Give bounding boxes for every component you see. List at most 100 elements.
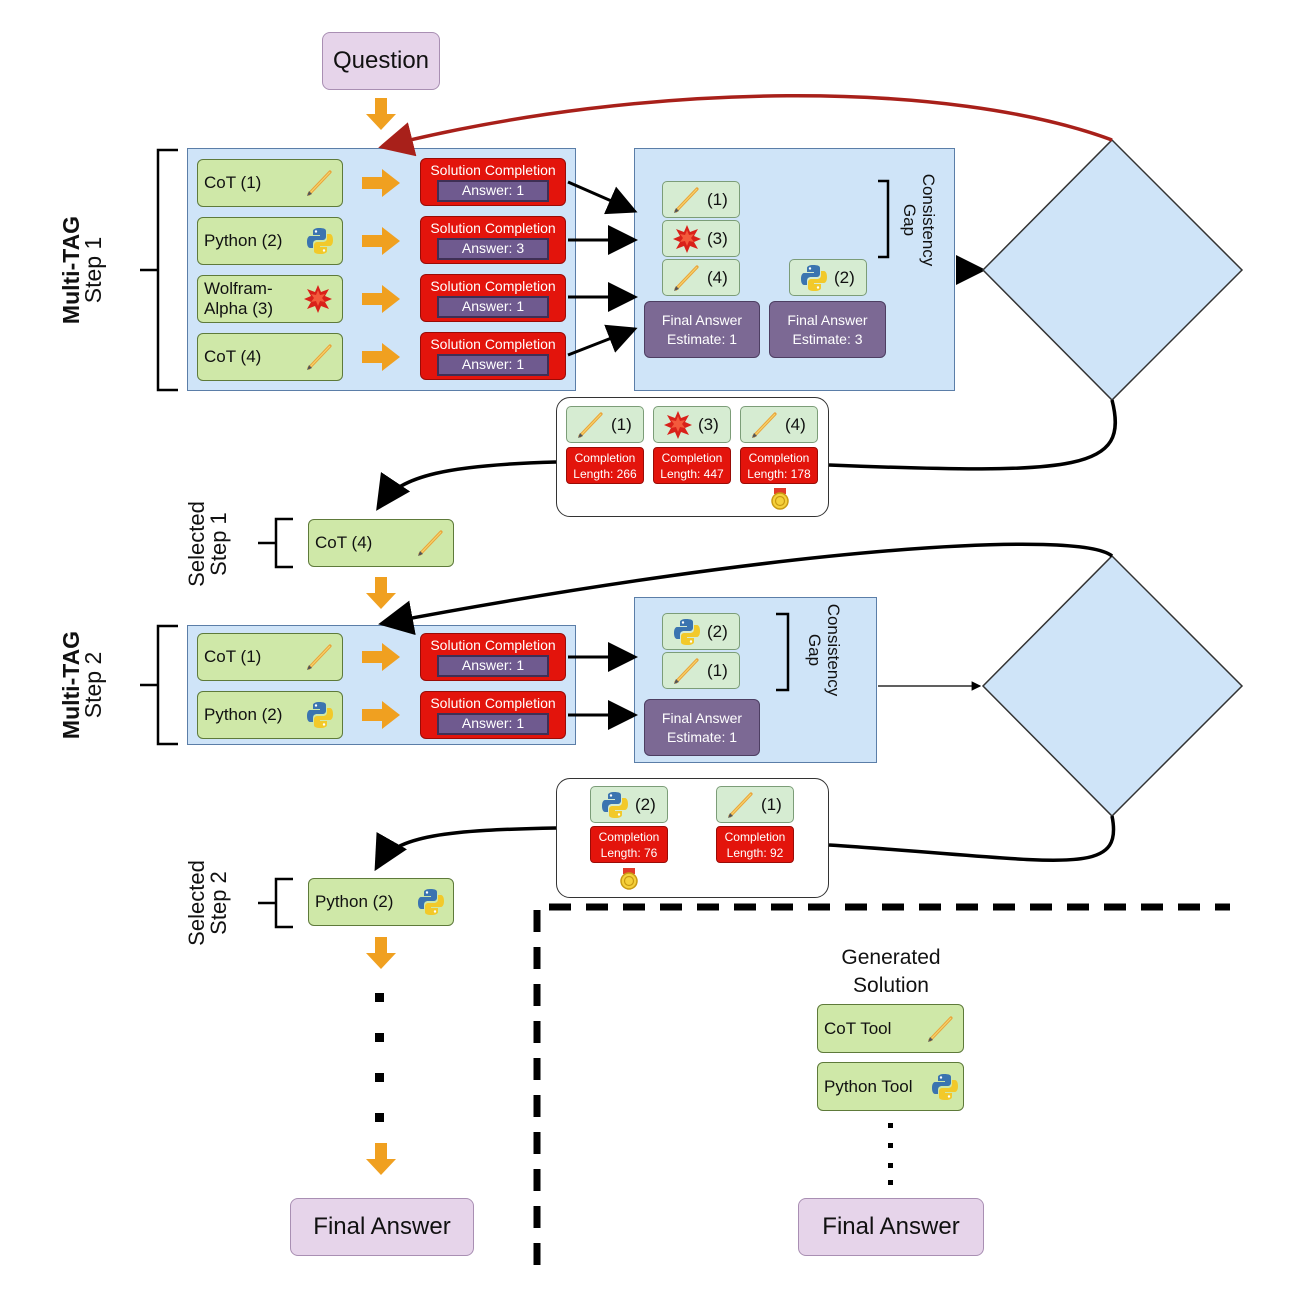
legend-item-label: Python Tool bbox=[824, 1076, 913, 1096]
solution-answer: Answer: 1 bbox=[437, 713, 549, 735]
pencil-icon bbox=[673, 264, 699, 292]
solution-title: Solution Completion bbox=[430, 278, 556, 294]
step1-group-item: (1) bbox=[662, 181, 740, 218]
step2-diamond-line2: > bbox=[1106, 675, 1118, 696]
consistency-label-line1: Consistency bbox=[919, 173, 938, 267]
tool-label: Python (2) bbox=[204, 231, 283, 250]
step1-final-answer-estimate-1: Final Answer Estimate: 1 bbox=[644, 301, 760, 358]
step2-tool-python-2: Python (2) bbox=[197, 691, 343, 739]
down-arrow-icon bbox=[366, 937, 396, 969]
step1-diamond-line3: Threshold? bbox=[1069, 303, 1155, 322]
step2-final-answer-estimate: Final Answer Estimate: 1 bbox=[644, 699, 760, 756]
final-answer-box: Final Answer bbox=[290, 1198, 474, 1256]
python-icon bbox=[674, 618, 700, 645]
solution-answer: Answer: 1 bbox=[437, 655, 549, 677]
step1-group-item: (3) bbox=[662, 220, 740, 257]
tool-label-line2: Alpha (3) bbox=[204, 299, 273, 318]
right-arrow-icon bbox=[362, 285, 400, 313]
estimate-line2: Estimate: 3 bbox=[792, 330, 863, 347]
step1-diamond-line2: > bbox=[1106, 260, 1118, 281]
length-line1: Completion bbox=[748, 450, 810, 465]
item-id: (4) bbox=[785, 414, 806, 434]
wolfram-icon bbox=[673, 224, 701, 253]
step1-tool-cot-1: CoT (1) bbox=[197, 159, 343, 207]
legend-title-line1: Generated bbox=[841, 946, 941, 969]
step2-label-bold: Multi-TAG bbox=[58, 630, 84, 740]
estimate-line2: Estimate: 1 bbox=[666, 330, 738, 347]
step2-diamond-line1: Consistency Gap bbox=[1047, 633, 1177, 652]
step1-solution-4: Solution Completion Answer: 1 bbox=[420, 332, 566, 380]
step2-completion-length: Completion Length: 92 bbox=[716, 826, 794, 863]
step2-group-item: (1) bbox=[662, 652, 740, 689]
pencil-icon bbox=[727, 791, 753, 819]
python-icon bbox=[307, 702, 333, 728]
item-id: (2) bbox=[834, 267, 855, 287]
selected-step1-label: Selected Step 1 bbox=[184, 489, 231, 599]
python-icon bbox=[932, 1073, 958, 1100]
step1-completion-length: Completion Length: 178 bbox=[740, 447, 818, 484]
step2-solution-1: Solution Completion Answer: 1 bbox=[420, 633, 566, 681]
step1-final-answer-estimate-2: Final Answer Estimate: 3 bbox=[769, 301, 886, 358]
item-id: (1) bbox=[761, 794, 782, 814]
step1-label: Step 1 bbox=[80, 236, 106, 304]
consistency-label-line2: Gap bbox=[805, 633, 824, 667]
consistency-label-line2: Gap bbox=[900, 203, 919, 237]
step1-diamond-line1: Consistency Gap bbox=[1047, 217, 1177, 236]
wolfram-icon bbox=[304, 285, 332, 313]
final-answer-label: Final Answer bbox=[822, 1213, 960, 1240]
step1-solution-1: Solution Completion Answer: 1 bbox=[420, 158, 566, 206]
question-label: Question bbox=[332, 47, 430, 74]
right-arrow-icon bbox=[362, 701, 400, 729]
solution-answer: Answer: 3 bbox=[437, 238, 549, 260]
item-id: (2) bbox=[707, 621, 728, 641]
item-id: (1) bbox=[707, 660, 728, 680]
python-icon bbox=[801, 264, 827, 291]
medal-icon bbox=[771, 488, 789, 510]
step1-tool-python-2: Python (2) bbox=[197, 217, 343, 265]
right-arrow-icon bbox=[362, 643, 400, 671]
python-icon bbox=[307, 228, 333, 254]
step1-tool-cot-4: CoT (4) bbox=[197, 333, 343, 381]
length-line1: Completion bbox=[724, 829, 786, 844]
pencil-icon bbox=[306, 170, 332, 197]
legend-title: Generated Solution bbox=[810, 944, 972, 1000]
length-line1: Completion bbox=[598, 829, 660, 844]
item-id: (3) bbox=[707, 228, 728, 248]
solution-answer: Answer: 1 bbox=[437, 180, 549, 202]
step1-length-item: (4) bbox=[740, 406, 818, 443]
solution-title: Solution Completion bbox=[430, 336, 556, 352]
item-id: (1) bbox=[611, 414, 632, 434]
estimate-line1: Final Answer bbox=[787, 311, 868, 328]
step1-group-item: (4) bbox=[662, 259, 740, 296]
final-answer-box-right: Final Answer bbox=[798, 1198, 984, 1256]
tool-label: Python (2) bbox=[204, 705, 283, 724]
tool-label: CoT (1) bbox=[204, 173, 262, 192]
length-line1: Completion bbox=[574, 450, 636, 465]
selected-step2-label: Selected Step 2 bbox=[184, 848, 231, 958]
selected-step2-tool: Python (2) bbox=[308, 878, 454, 926]
step1-group-item: (2) bbox=[789, 259, 867, 296]
step2-length-item: (2) bbox=[590, 786, 668, 823]
final-answer-label: Final Answer bbox=[313, 1213, 451, 1240]
checkmark-icon bbox=[1083, 329, 1141, 387]
pencil-icon bbox=[673, 186, 699, 214]
solution-title: Solution Completion bbox=[430, 162, 556, 178]
step2-tool-cot-1: CoT (1) bbox=[197, 633, 343, 681]
down-arrow-icon bbox=[366, 98, 396, 130]
step1-consistency-gap-label: Consistency Gap bbox=[898, 160, 938, 280]
step2-group-item: (2) bbox=[662, 613, 740, 650]
step1-label-bold: Multi-TAG bbox=[58, 215, 84, 325]
python-icon bbox=[602, 791, 628, 818]
step1-tool-wolfram-3: Wolfram- Alpha (3) bbox=[197, 275, 343, 323]
selected-label-line2: Step 2 bbox=[206, 871, 231, 935]
pencil-icon bbox=[306, 644, 332, 671]
item-id: (1) bbox=[707, 189, 728, 209]
step1-length-item: (1) bbox=[566, 406, 644, 443]
solution-answer: Answer: 1 bbox=[437, 296, 549, 318]
python-icon bbox=[418, 889, 444, 915]
right-arrow-icon bbox=[362, 227, 400, 255]
step1-completion-length: Completion Length: 447 bbox=[653, 447, 731, 484]
tool-label: Python (2) bbox=[315, 892, 394, 911]
length-line2: Length: 92 bbox=[726, 845, 784, 860]
down-arrow-icon bbox=[366, 577, 396, 609]
